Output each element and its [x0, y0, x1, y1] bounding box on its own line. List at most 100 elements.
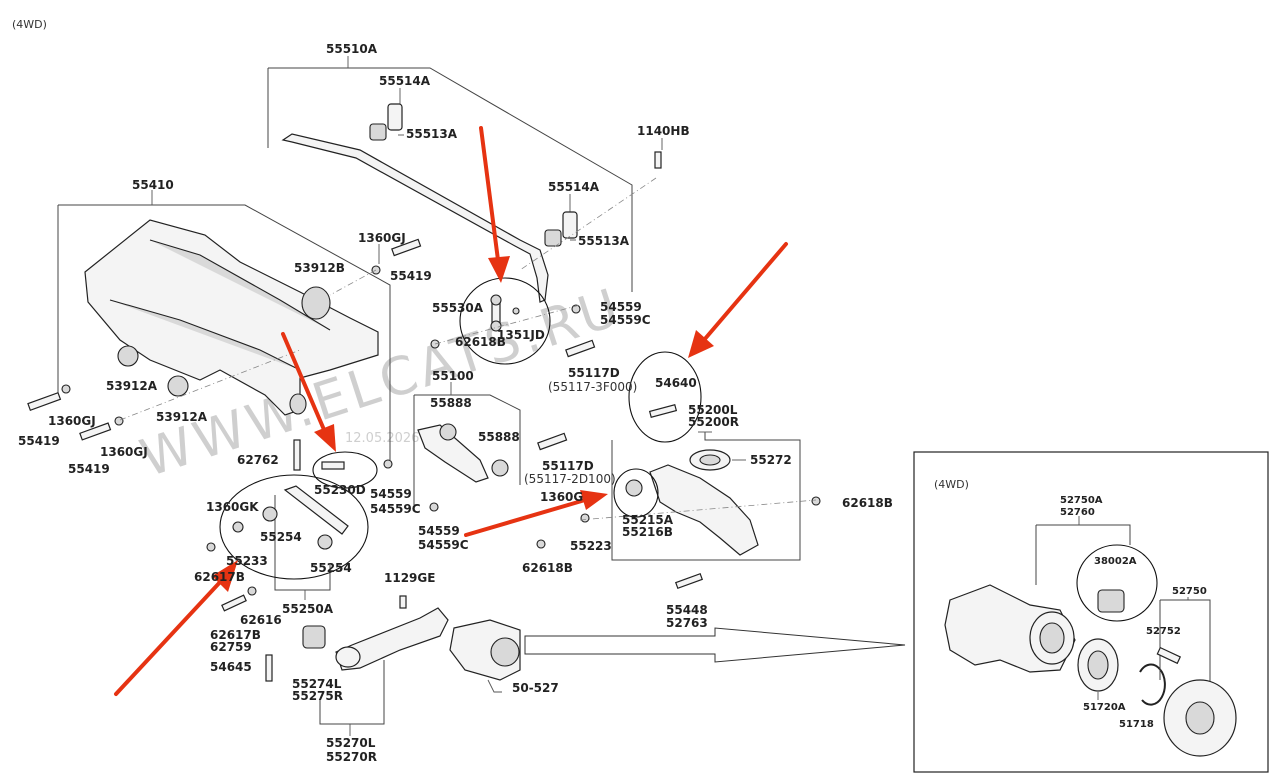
label-53912A-1: 53912A: [106, 379, 158, 393]
inset-label-51720A: 51720A: [1083, 702, 1126, 713]
label-55117D-1: 55117D: [568, 366, 620, 380]
label-54559C-1: 54559C: [600, 313, 651, 327]
label-55510A: 55510A: [326, 42, 378, 56]
label-55254-2: 55254: [310, 561, 352, 575]
lower-arm-55200: [649, 464, 759, 556]
label-62618B-3: 62618B: [842, 496, 893, 510]
label-55233: 55233: [226, 554, 268, 568]
label-55100: 55100: [432, 369, 474, 383]
inset-label-52750A: 52750A: [1060, 495, 1103, 506]
label-55223: 55223: [570, 539, 612, 553]
label-53912B: 53912B: [294, 261, 345, 275]
label-55419-2: 55419: [18, 434, 60, 448]
label-55274L: 55274L: [292, 677, 342, 691]
label-55419-3: 55419: [68, 462, 110, 476]
bolt-1140HB: [654, 151, 662, 169]
upper-arm-group: [383, 382, 568, 512]
stabilizer-group: [267, 56, 663, 303]
label-55419-1: 55419: [390, 269, 432, 283]
label-55200R: 55200R: [688, 415, 739, 429]
part-labels: 55510A 55514A 55513A 1140HB 55514A 55513…: [18, 42, 1207, 764]
label-62762: 62762: [237, 453, 279, 467]
stabilizer-bar: [281, 133, 549, 303]
bolt-55117D-2: [537, 432, 568, 451]
label-55888-2: 55888: [478, 430, 520, 444]
label-54559C-2: 54559C: [370, 502, 421, 516]
highlight-assist-arm: [219, 474, 369, 580]
variant-label: (4WD): [12, 18, 47, 31]
label-55200L: 55200L: [688, 403, 738, 417]
bolt-55448: [674, 572, 704, 590]
bushing-55254-1: [262, 506, 278, 522]
label-1360GK: 1360GK: [206, 500, 259, 514]
label-55250A: 55250A: [282, 602, 334, 616]
label-55270L: 55270L: [326, 736, 376, 750]
label-54559-1: 54559: [600, 300, 642, 314]
bracket-55514A-1: [387, 103, 403, 131]
label-62617B-1: 62617B: [194, 570, 245, 584]
inset-variant-label: (4WD): [934, 478, 969, 491]
bolt-55230D: [321, 461, 345, 470]
label-54559-3: 54559: [418, 524, 460, 538]
label-62759: 62759: [210, 640, 252, 654]
bolt-54640: [648, 404, 678, 418]
label-55448: 55448: [666, 603, 708, 617]
inset-bushing-38002A: [1097, 589, 1125, 613]
inset-label-38002A: 38002A: [1094, 556, 1137, 567]
inset-bolt-52752: [1156, 646, 1182, 665]
label-1140HB: 1140HB: [637, 124, 690, 138]
label-55410: 55410: [132, 178, 174, 192]
bolt-1129GE: [399, 595, 407, 609]
label-62616: 62616: [240, 613, 282, 627]
label-62618B-1: 62618B: [455, 335, 506, 349]
bushing-55274L: [302, 625, 326, 649]
inset-panel: (4WD): [913, 451, 1269, 773]
label-55514A-2: 55514A: [548, 180, 600, 194]
label-55215A: 55215A: [622, 513, 674, 527]
label-62618B-2: 62618B: [522, 561, 573, 575]
highlight-55230D: [312, 451, 378, 489]
highlight-55215A: [613, 468, 659, 518]
label-55272: 55272: [750, 453, 792, 467]
bolt-62762: [293, 439, 301, 471]
bolt-55419-2: [79, 422, 112, 441]
bolt-55117D-1: [565, 339, 596, 358]
bushing-55215A: [625, 479, 643, 497]
stabilizer-link-group: [430, 294, 581, 349]
bushing-55888-2: [491, 459, 509, 477]
label-55275R: 55275R: [292, 689, 343, 703]
label-55530A: 55530A: [432, 301, 484, 315]
label-54559-2: 54559: [370, 487, 412, 501]
lower-arm-group: [536, 339, 821, 590]
bolt-62617B: [221, 594, 247, 612]
inset-snap-ring-51718: [1139, 663, 1166, 706]
assist-arm-55250A: [283, 485, 349, 535]
label-1360GJ-3: 1360GJ: [100, 445, 148, 459]
label-54559C-3: 54559C: [418, 538, 469, 552]
trailing-arm-55270: [335, 607, 449, 671]
crossmember-group: [27, 190, 422, 460]
label-55513A-1: 55513A: [406, 127, 458, 141]
bushing-53912B: [301, 286, 331, 320]
inset-label-52750: 52750: [1172, 586, 1207, 597]
label-52763: 52763: [666, 616, 708, 630]
inset-label-51718: 51718: [1119, 719, 1154, 730]
highlight-38002A: [1076, 544, 1158, 622]
inset-label-52752: 52752: [1146, 626, 1181, 637]
detail-arrow: [524, 627, 906, 663]
bolt-55419-1: [27, 391, 62, 412]
bolt-55419-3: [391, 238, 422, 257]
highlight-stabilizer-link: [459, 277, 551, 365]
label-54640: 54640: [655, 376, 697, 390]
label-55513A-2: 55513A: [578, 234, 630, 248]
label-1360GJ-1: 1360GJ: [358, 231, 406, 245]
bushing-53912A-1: [117, 345, 139, 367]
trailing-arm-group: [265, 595, 521, 736]
bushing-55513A-2: [544, 229, 562, 247]
label-55216B: 55216B: [622, 525, 673, 539]
label-55270R: 55270R: [326, 750, 377, 764]
label-55117D-2: 55117D: [542, 459, 594, 473]
label-53912A-2: 53912A: [156, 410, 208, 424]
label-1360GJ-2: 1360GJ: [48, 414, 96, 428]
